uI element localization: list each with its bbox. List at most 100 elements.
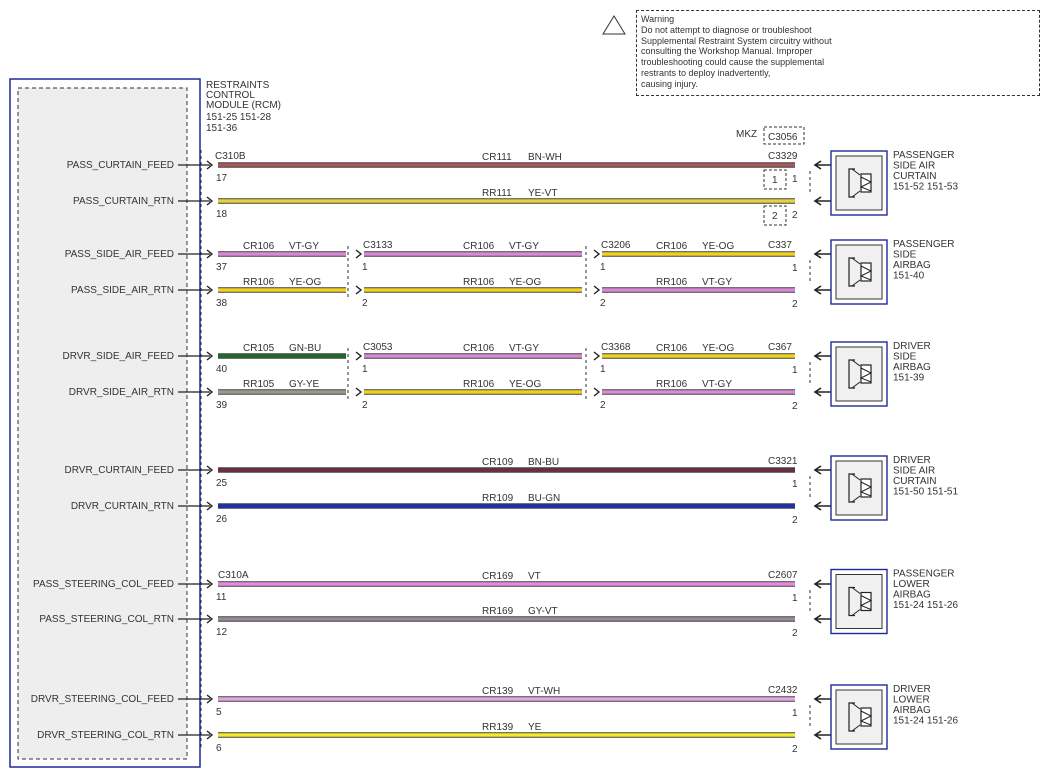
- variant-pin-number: 1: [772, 175, 778, 186]
- variant-label: MKZ: [736, 129, 757, 140]
- component-label-line: AIRBAG: [893, 705, 931, 716]
- component-label-line: 151-39: [893, 373, 925, 384]
- connector-label: C3053: [363, 342, 393, 353]
- wire-color: VT-GY: [509, 343, 539, 354]
- connector-arrow-icon: [206, 249, 214, 259]
- wire-circuit: CR106: [463, 343, 495, 354]
- pin-label: DRVR_SIDE_AIR_RTN: [69, 387, 174, 398]
- pin-number: 11: [216, 592, 227, 603]
- squib-lead: [851, 359, 861, 389]
- connector-arrow-icon: [206, 730, 214, 740]
- component-label-line: 151-24 151-26: [893, 716, 958, 727]
- squib-filament: [859, 710, 873, 726]
- variant-connector-box: [763, 126, 805, 145]
- inline-pin-number: 2: [362, 400, 368, 411]
- wire-circuit: CR106: [463, 241, 495, 252]
- end-pin-number: 2: [792, 210, 798, 221]
- component-label-line: AIRBAG: [893, 590, 931, 601]
- connector-arrow-icon: [206, 579, 214, 589]
- pin-number: 12: [216, 627, 228, 638]
- variant-pin-number: 2: [772, 211, 778, 222]
- component-body: [835, 244, 883, 300]
- connector-label: C337: [768, 240, 792, 251]
- wire-circuit: RR109: [482, 493, 514, 504]
- connector-arrow-icon: [206, 387, 214, 397]
- pin-number: 39: [216, 400, 228, 411]
- wire-circuit: RR106: [656, 379, 688, 390]
- wire-color: BN-WH: [528, 152, 562, 163]
- squib-element: [860, 591, 872, 612]
- pin-number: 38: [216, 298, 228, 309]
- pin-label: PASS_STEERING_COL_FEED: [33, 579, 174, 590]
- component-label-line: CURTAIN: [893, 476, 937, 487]
- wire-color: VT-GY: [702, 379, 732, 390]
- pin-number: 5: [216, 707, 222, 718]
- pin-label: PASS_STEERING_COL_RTN: [39, 614, 174, 625]
- component-label-line: AIRBAG: [893, 260, 931, 271]
- connector-arrow-icon: [593, 285, 601, 295]
- end-pin-number: 1: [792, 263, 798, 274]
- wire-circuit: RR139: [482, 722, 514, 733]
- component-label-line: AIRBAG: [893, 362, 931, 373]
- connector-arrow-icon: [355, 249, 363, 259]
- component-label-line: DRIVER: [893, 341, 931, 352]
- end-pin-number: 2: [792, 401, 798, 412]
- connector-arrow-icon: [355, 351, 363, 361]
- pin-label: DRVR_STEERING_COL_FEED: [31, 694, 174, 705]
- end-pin-number: 2: [792, 299, 798, 310]
- squib-lead: [851, 257, 861, 287]
- pin-label: PASS_CURTAIN_FEED: [67, 160, 174, 171]
- warning-line: consulting the Workshop Manual. Improper: [641, 46, 813, 57]
- connector-label: C2607: [768, 570, 798, 581]
- connector-arrow-icon: [593, 249, 601, 259]
- wire-circuit: CR106: [656, 343, 688, 354]
- pin-label: DRVR_CURTAIN_RTN: [71, 501, 174, 512]
- wire-circuit: RR111: [482, 188, 512, 199]
- component-body: [835, 346, 883, 402]
- component-body: [835, 574, 883, 629]
- squib-filament: [859, 595, 873, 610]
- component-label-line: SIDE: [893, 250, 917, 261]
- component-label-line: 151-40: [893, 271, 925, 282]
- connector-label: C3368: [601, 342, 631, 353]
- squib-filament: [859, 265, 873, 281]
- wire-color: YE: [528, 722, 542, 733]
- end-pin-number: 1: [792, 365, 798, 376]
- module-border: [9, 78, 201, 768]
- connector-label: C3206: [601, 240, 631, 251]
- module-label-line: RESTRAINTS: [206, 80, 270, 91]
- wire-circuit: RR105: [243, 379, 275, 390]
- pin-label: PASS_SIDE_AIR_RTN: [71, 285, 174, 296]
- wire-circuit: CR111: [482, 152, 512, 163]
- end-pin-number: 2: [792, 744, 798, 755]
- connector-arrow-icon: [206, 501, 214, 511]
- connector-label: C2432: [768, 685, 798, 696]
- connector-arrow-icon: [593, 351, 601, 361]
- pin-label: DRVR_STEERING_COL_RTN: [37, 730, 174, 741]
- component-label-line: 151-50 151-51: [893, 487, 958, 498]
- wire-circuit: RR106: [243, 277, 275, 288]
- wire-color: BU-GN: [528, 493, 560, 504]
- module-body: [17, 87, 188, 760]
- connector-label: C3329: [768, 151, 798, 162]
- wire-color: VT-WH: [528, 686, 560, 697]
- warning-line: Warning: [641, 14, 675, 24]
- squib-lead: [851, 702, 861, 732]
- wire-color: VT: [528, 571, 541, 582]
- component-body: [835, 155, 883, 211]
- connector-label: C310B: [215, 151, 246, 162]
- component-label-line: LOWER: [893, 695, 930, 706]
- pin-number: 6: [216, 743, 222, 754]
- component-label-line: PASSENGER: [893, 569, 955, 580]
- component-label-line: LOWER: [893, 579, 930, 590]
- squib-element: [860, 364, 872, 384]
- squib-element: [860, 478, 872, 498]
- pin-number: 26: [216, 514, 228, 525]
- component-label-line: 151-24 151-26: [893, 600, 958, 611]
- module-label-line: 151-25 151-28: [206, 112, 271, 123]
- component-label-line: SIDE AIR: [893, 466, 935, 477]
- squib-element: [860, 262, 872, 282]
- wire-color: BN-BU: [528, 457, 559, 468]
- squib-filament: [859, 176, 873, 192]
- wire-color: YE-OG: [509, 379, 541, 390]
